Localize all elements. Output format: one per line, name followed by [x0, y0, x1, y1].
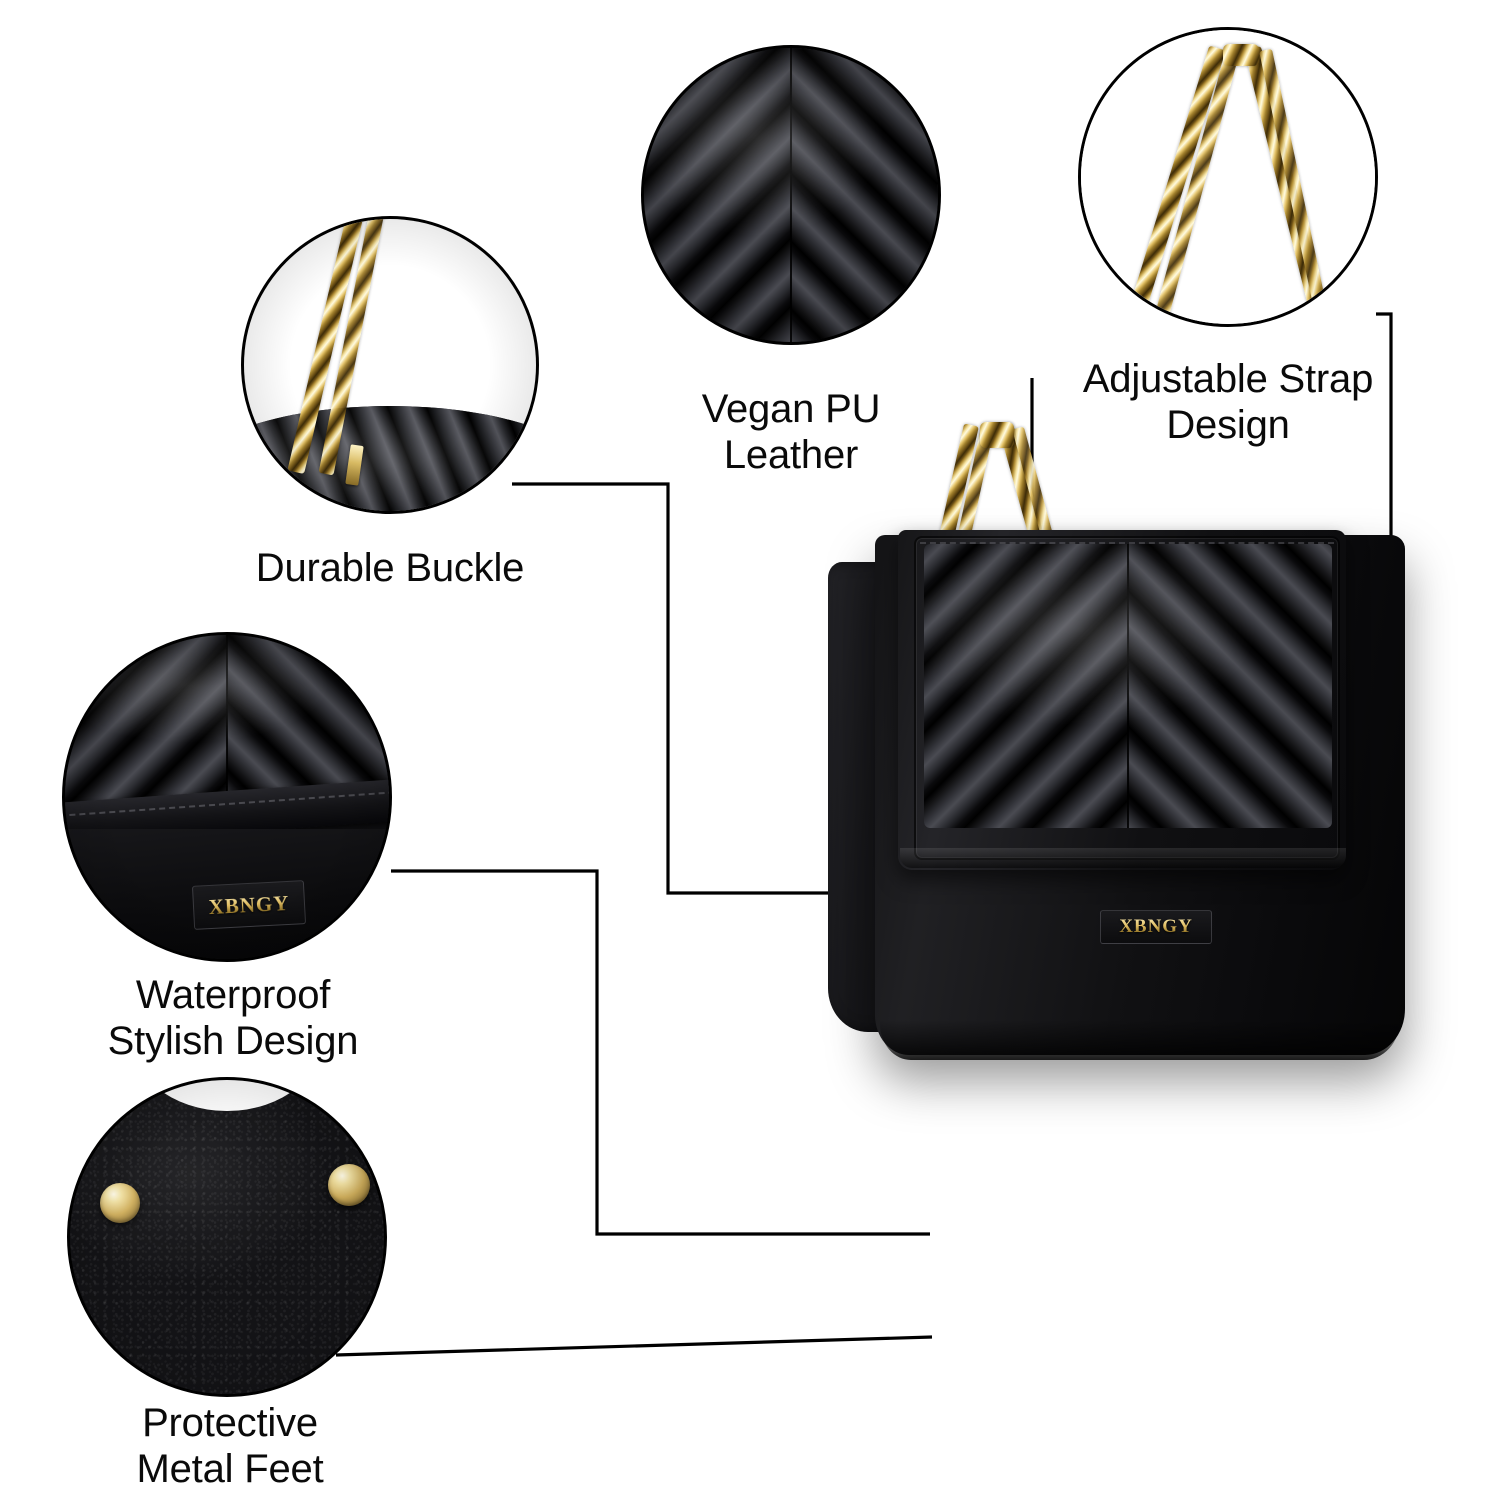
metal-feet-detail-image	[70, 1080, 384, 1394]
callout-adjustable-strap-design[interactable]	[1078, 27, 1378, 327]
callout-durable-buckle[interactable]	[241, 216, 539, 514]
durable-buckle-detail-image	[244, 219, 536, 511]
chain-strap-apex	[980, 422, 1014, 448]
product-handbag: XBNGY	[820, 422, 1420, 1460]
callout-waterproof-stylish-design[interactable]: XBNGY	[62, 632, 392, 962]
callout-vegan-pu-leather[interactable]	[641, 45, 941, 345]
label-protective-metal-feet: Protective Metal Feet	[136, 1401, 324, 1492]
label-adjustable-strap-design: Adjustable Strap Design	[1082, 357, 1374, 448]
bag-flap-border	[914, 536, 1340, 860]
bag-flap-stitching	[920, 542, 1334, 544]
adjustable-strap-detail-image	[1081, 30, 1375, 324]
bag-flap	[898, 530, 1346, 870]
bag-flap-quilt-texture	[924, 544, 1332, 828]
brand-logo-plate: XBNGY	[1100, 910, 1212, 944]
callout-protective-metal-feet[interactable]	[67, 1077, 387, 1397]
metal-foot-left	[100, 1183, 140, 1223]
brand-logo-text: XBNGY	[1119, 916, 1193, 937]
waterproof-detail-image: XBNGY	[65, 635, 389, 959]
label-waterproof-stylish-design: Waterproof Stylish Design	[107, 973, 359, 1064]
metal-foot-right	[328, 1164, 370, 1206]
bag-flap-bottom-edge	[900, 848, 1346, 868]
bag-base-edge	[880, 1020, 1400, 1060]
label-durable-buckle: Durable Buckle	[255, 546, 525, 590]
label-vegan-pu-leather: Vegan PU Leather	[701, 387, 881, 478]
vegan-pu-leather-detail-image	[644, 48, 938, 342]
